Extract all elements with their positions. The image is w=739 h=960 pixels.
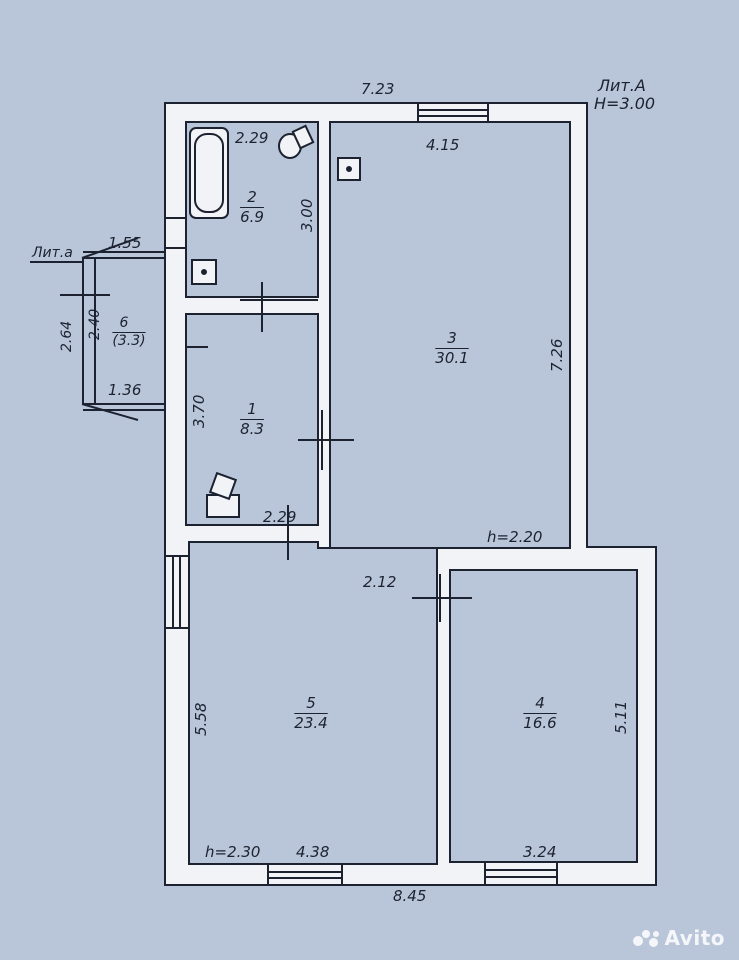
room-1-area: 8.3 xyxy=(240,420,264,438)
window-bottom-right xyxy=(484,861,558,886)
dim-annex-bottom: 1.36 xyxy=(108,381,142,399)
room-5-number: 5 xyxy=(306,694,316,712)
dim-annex-outer: 2.64 xyxy=(59,320,75,352)
room-3-outline xyxy=(329,121,571,549)
dim-r2-height: 3.00 xyxy=(298,198,316,232)
dim-r1-height: 3.70 xyxy=(190,394,208,428)
window-left xyxy=(164,555,190,629)
ceiling-height-label: H=3.00 xyxy=(594,94,656,113)
avito-logo-icon xyxy=(632,928,661,948)
dim-r2-width: 2.29 xyxy=(235,129,269,147)
room-1-number: 1 xyxy=(247,400,257,418)
sink-bath xyxy=(191,259,217,285)
room-4-area: 16.6 xyxy=(523,714,557,732)
room-4-number: 4 xyxy=(535,694,545,712)
room-4-outline xyxy=(449,569,638,863)
room-2-area: 6.9 xyxy=(240,208,264,226)
room-3-number: 3 xyxy=(447,329,457,347)
annex-litera-label: Лит.а xyxy=(32,245,73,261)
avito-watermark: Avito xyxy=(632,926,725,950)
dim-r5-height: 5.58 xyxy=(192,702,210,736)
annex-outline xyxy=(83,251,166,411)
dim-top-width: 7.23 xyxy=(361,80,395,98)
dim-r1-width: 2.29 xyxy=(263,508,297,526)
window-bottom-left xyxy=(267,863,343,886)
dim-bottom-width: 8.45 xyxy=(393,887,427,905)
room-3-area: 30.1 xyxy=(435,349,469,367)
dim-r4-height: 5.11 xyxy=(612,700,630,734)
r3-ceiling-label: h=2.20 xyxy=(487,528,543,546)
room-6-area: (3.3) xyxy=(112,333,146,349)
dim-r4-width: 3.24 xyxy=(523,843,557,861)
litera-label: Лит.А xyxy=(598,76,646,95)
room-1-outline xyxy=(185,313,319,526)
stove xyxy=(206,494,240,518)
room-2-number: 2 xyxy=(247,188,257,206)
room-5-outline xyxy=(188,541,438,865)
avito-watermark-text: Avito xyxy=(664,926,725,950)
dim-annex-top: 1.55 xyxy=(108,234,142,252)
window-left-small xyxy=(164,217,187,249)
dim-r5-width: 4.38 xyxy=(296,843,330,861)
r5-ceiling-label: h=2.30 xyxy=(205,843,261,861)
dim-r3-width: 4.15 xyxy=(426,136,460,154)
dim-r5-top: 2.12 xyxy=(363,573,397,591)
room-6-number: 6 xyxy=(119,315,129,331)
dim-r3-height: 7.26 xyxy=(548,338,566,372)
window-top xyxy=(417,102,489,123)
room-5-area: 23.4 xyxy=(294,714,328,732)
bathtub xyxy=(189,127,229,219)
